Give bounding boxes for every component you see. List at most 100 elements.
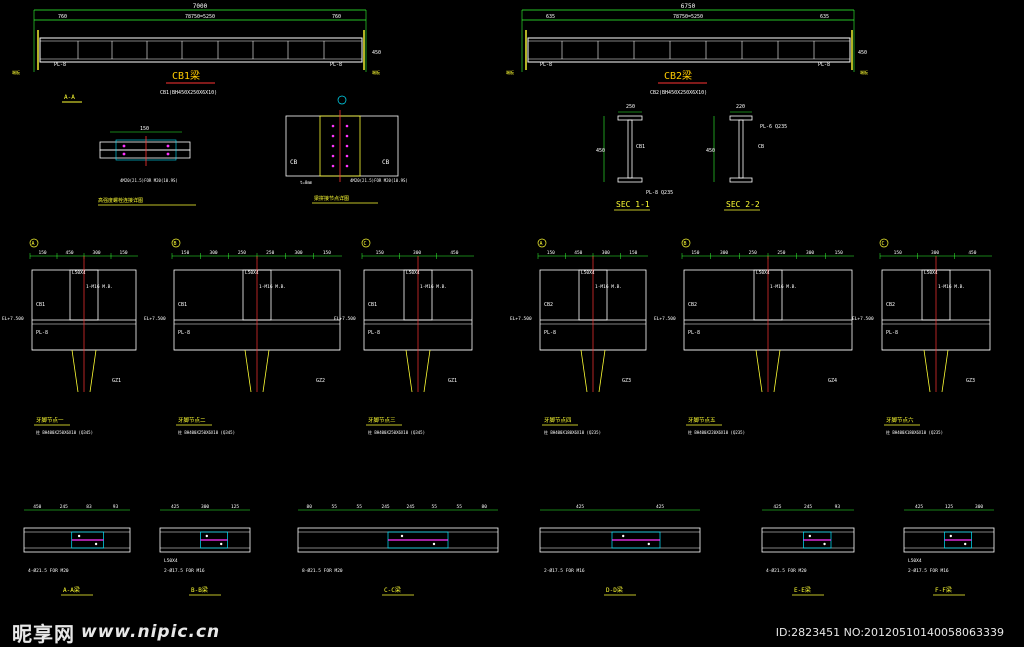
watermark-brand: 昵享网 <box>12 621 75 646</box>
bolt-note: 4-Ø21.5 FOR M20 <box>766 567 807 574</box>
column-label: GZ4 <box>828 378 837 384</box>
plate-label: PL-8 <box>688 330 700 336</box>
column-label: GZ3 <box>622 378 631 384</box>
dim-label: 55 <box>357 504 363 510</box>
angle-label: L50X4 <box>756 270 770 276</box>
svg-text:6750: 6750 <box>681 3 696 10</box>
svg-text:220: 220 <box>736 104 745 110</box>
dim-label: 150 <box>691 250 699 256</box>
watermark-logo: 昵享网 www.nipic.cn <box>12 618 220 647</box>
beam-elevation-cb1: 7000 760 78750=5250 760 450 PL-8 PL-8 端板… <box>12 3 381 103</box>
dim-label: 450 <box>450 250 458 256</box>
bolt-label: 1-M16 M.B. <box>259 284 286 290</box>
dim-label: 55 <box>332 504 338 510</box>
svg-text:PL-8 Q235: PL-8 Q235 <box>646 190 673 196</box>
svg-text:78750=5250: 78750=5250 <box>673 14 703 20</box>
svg-text:CB1(BH450X250X6X10): CB1(BH450X250X6X10) <box>160 90 217 96</box>
dim-label: 150 <box>894 250 902 256</box>
dim-label: 150 <box>181 250 189 256</box>
node-spec: 柱 BH400X250X6X10 (Q345) <box>368 429 425 435</box>
grid-label: B <box>684 241 687 247</box>
beam-label: CB1 <box>178 302 187 308</box>
svg-text:760: 760 <box>58 14 67 20</box>
node-spec: 柱 BH400X180X6X10 (Q235) <box>886 429 943 435</box>
grid-label: C <box>882 241 885 247</box>
elevation-label: EL+7.500 <box>2 316 24 322</box>
node-spec: 柱 BH400X220X6X10 (Q235) <box>688 429 745 435</box>
node-caption: 牙脚节点三 <box>368 416 396 424</box>
beam-label: CB1 <box>36 302 45 308</box>
dim-label: 425 <box>773 504 781 510</box>
svg-text:CB: CB <box>382 159 390 166</box>
svg-text:t=8mm: t=8mm <box>300 180 313 185</box>
dim-label: 55 <box>432 504 438 510</box>
dim-label: 450 <box>968 250 976 256</box>
dim-label: 245 <box>804 504 812 510</box>
svg-text:端板: 端板 <box>860 69 868 75</box>
angle-label: L50X4 <box>908 558 922 564</box>
svg-text:端板: 端板 <box>506 69 514 75</box>
dim-label: 150 <box>629 250 637 256</box>
section-aa-label: A-A <box>64 94 75 101</box>
plan-caption: D-D梁 <box>606 586 623 594</box>
dim-label: 245 <box>407 504 415 510</box>
dim-label: 83 <box>86 504 92 510</box>
svg-text:PL-8: PL-8 <box>54 62 66 68</box>
dim-label: 80 <box>307 504 313 510</box>
svg-text:PL-8: PL-8 <box>540 62 552 68</box>
column-label: GZ1 <box>448 378 457 384</box>
dim-label: 300 <box>931 250 939 256</box>
svg-text:450: 450 <box>596 148 605 154</box>
dim-label: 450 <box>574 250 582 256</box>
dim-label: 300 <box>975 504 983 510</box>
dim-label: 425 <box>576 504 584 510</box>
node-caption: 牙脚节点六 <box>886 416 914 424</box>
bolt-label: 1-M16 M.B. <box>770 284 797 290</box>
bolt-splice-detail: 150 4M20(21.5)FOR M20(10.9S) 高强度螺栓连接详图 <box>98 126 196 206</box>
angle-label: L50X4 <box>581 270 595 276</box>
dim-label: 250 <box>749 250 757 256</box>
beam-title: CB2梁 <box>664 69 692 82</box>
plan-caption: A-A梁 <box>63 586 80 594</box>
svg-text:CB: CB <box>758 144 764 150</box>
svg-text:250: 250 <box>626 104 635 110</box>
beam-overall-dim: 7000 <box>193 3 208 10</box>
svg-text:PL-8: PL-8 <box>818 62 830 68</box>
svg-text:760: 760 <box>332 14 341 20</box>
dim-label: 425 <box>656 504 664 510</box>
plan-caption: E-E梁 <box>794 586 811 594</box>
angle-label: L50X4 <box>406 270 420 276</box>
dim-label: 300 <box>295 250 303 256</box>
bolt-note: 2-Ø17.5 FOR M16 <box>164 567 205 574</box>
angle-label: L50X4 <box>164 558 178 564</box>
svg-text:CB1: CB1 <box>636 144 645 150</box>
grid-label: A <box>32 241 35 247</box>
bolt-note: 2-Ø17.5 FOR M16 <box>908 567 949 574</box>
section-2-2: 220 450 CB PL-6 Q235 SEC 2-2 <box>706 104 787 211</box>
dim-label: 300 <box>806 250 814 256</box>
section-1-1: 250 450 CB1 PL-8 Q235 SEC 1-1 <box>596 104 673 211</box>
dim-label: 450 <box>66 250 74 256</box>
dim-label: 93 <box>835 504 841 510</box>
angle-label: L50X4 <box>924 270 938 276</box>
bolt-label: 1-M16 M.B. <box>938 284 965 290</box>
svg-text:635: 635 <box>546 14 555 20</box>
elevation-label: EL+7.500 <box>654 316 676 322</box>
node-spec: 柱 BH400X180X6X10 (Q235) <box>544 429 601 435</box>
plate-label: PL-8 <box>544 330 556 336</box>
node-caption: 牙脚节点一 <box>36 416 64 424</box>
plate-label: PL-8 <box>368 330 380 336</box>
beam-label: CB2 <box>886 302 895 308</box>
detail-caption: 梁拼接节点详图 <box>314 195 349 202</box>
plan-caption: F-F梁 <box>935 586 952 594</box>
node-caption: 牙脚节点五 <box>688 416 716 424</box>
